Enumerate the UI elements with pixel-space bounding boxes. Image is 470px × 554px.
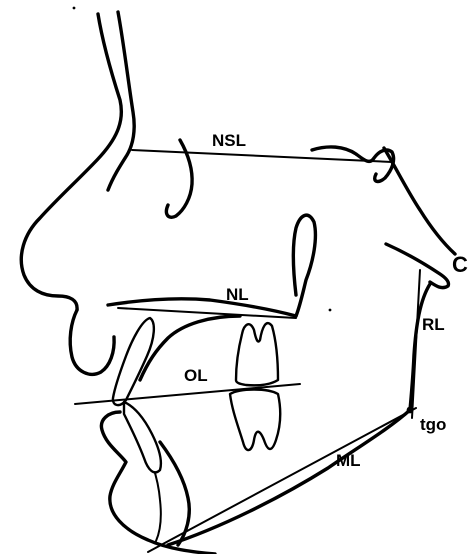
tgo-point xyxy=(407,407,414,414)
lower-molar-outline xyxy=(230,390,280,451)
speck-mark xyxy=(73,7,76,10)
lower-incisor-outline xyxy=(124,402,161,472)
symphysis-outline xyxy=(160,442,189,545)
sella-outline xyxy=(312,147,394,182)
upper-lip-outline xyxy=(70,310,114,374)
clivus-line xyxy=(384,148,455,254)
ml-line xyxy=(148,408,416,552)
label-tgo: tgo xyxy=(420,415,446,434)
label-rl: RL xyxy=(422,315,445,334)
label-nsl: NSL xyxy=(212,131,246,150)
label-nl: NL xyxy=(226,285,249,304)
label-ml: ML xyxy=(336,451,361,470)
pterygo-maxillary-outline xyxy=(293,215,315,316)
label-c: C xyxy=(452,252,468,277)
upper-molar-outline xyxy=(236,323,278,385)
label-ol: OL xyxy=(184,366,208,385)
condyle-outline xyxy=(386,244,449,288)
speck-mark xyxy=(329,309,332,312)
forehead-nose-profile xyxy=(21,14,121,310)
